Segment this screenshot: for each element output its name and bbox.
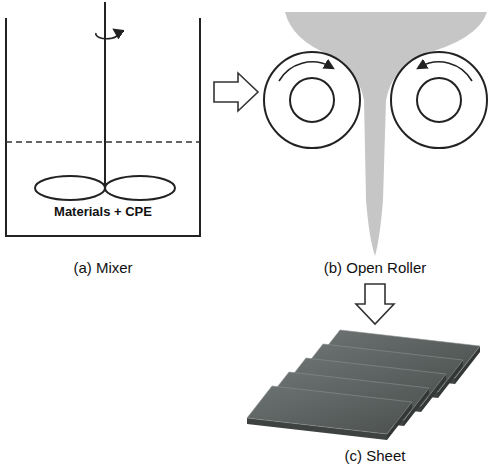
process-stage: Materials + CPE (a) Mixer <box>0 0 210 280</box>
process-stage: (b) Open Roller <box>262 0 499 280</box>
stage-caption: (b) Open Roller <box>324 259 427 277</box>
sheet-stack <box>247 330 480 440</box>
open-roller <box>264 12 487 256</box>
content-label: Materials + CPE <box>54 204 152 220</box>
process-arrow <box>356 284 394 324</box>
sheet <box>247 386 412 434</box>
mixer-beaker <box>6 2 200 236</box>
process-stage: (c) Sheet <box>225 328 499 474</box>
process-arrow <box>214 73 258 111</box>
stage-caption: (a) Mixer <box>73 259 132 277</box>
stage-caption: (c) Sheet <box>345 447 406 465</box>
